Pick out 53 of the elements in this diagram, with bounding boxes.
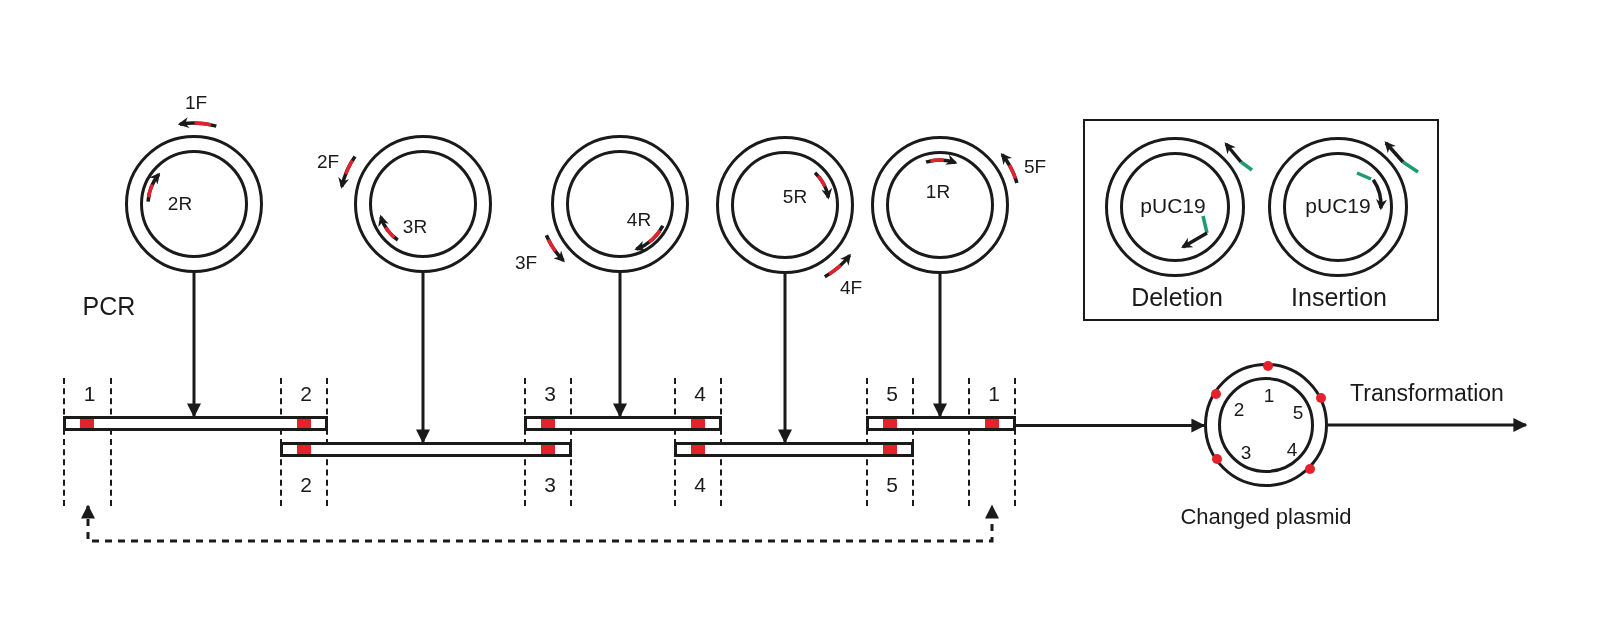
node-text: 1R [925,181,951,201]
node-text: 2 [1233,399,1245,419]
node-text: 1 [988,382,1000,404]
node-text: 5 [886,382,898,404]
caption-text: Changed plasmid [1180,506,1352,528]
caption-text: Insertion [1291,284,1387,310]
node-text: pUC19 [1305,194,1371,216]
plasmid-circle [125,135,263,273]
node-text: 3 [1240,442,1252,462]
node-text: 3 [544,473,556,495]
node-text: 3 [544,382,556,404]
arrow [933,274,947,418]
node-text: 4 [1286,439,1298,459]
node-text: 3R [402,216,428,236]
caption-text: 4F [839,277,863,297]
step-label: PCR [82,293,136,319]
plasmid-circle [1204,363,1328,487]
caption-text: Deletion [1131,284,1223,310]
plasmid-circle [551,135,689,273]
node-text: 4 [694,382,706,404]
arrow [613,273,627,418]
plasmid-circle [716,136,854,274]
dashed-arrow [81,504,999,543]
node-text: pUC19 [1140,194,1206,216]
caption-text: 3F [514,252,538,272]
caption-text: 5F [1023,156,1047,176]
node-text: 4R [626,209,652,229]
arrow [1016,418,1206,433]
node-text: 4 [694,473,706,495]
node-text: 5 [886,473,898,495]
node-text: 2 [300,473,312,495]
dna-fragment [866,416,1016,431]
node-text: 5 [1292,402,1304,422]
arrow [1328,418,1528,432]
node-text: 1 [83,382,96,404]
arrow [187,273,201,418]
caption-text: 1F [184,92,208,112]
dna-fragment [280,442,572,457]
inset-frame [1083,119,1439,321]
plasmid-circle [354,135,492,273]
node-text: 2R [167,193,193,213]
plasmid-circle [1268,137,1408,277]
caption-text: 2F [316,151,340,171]
node-text: 1 [1263,385,1275,405]
dna-fragment [63,416,328,431]
arrow [416,273,430,444]
arrow [778,274,792,444]
plasmid-circle [871,136,1009,274]
node-text: 2 [300,382,312,404]
node-text: 5R [782,186,808,206]
dna-fragment [524,416,722,431]
dna-fragment [674,442,914,457]
plasmid-circle [1105,137,1245,277]
